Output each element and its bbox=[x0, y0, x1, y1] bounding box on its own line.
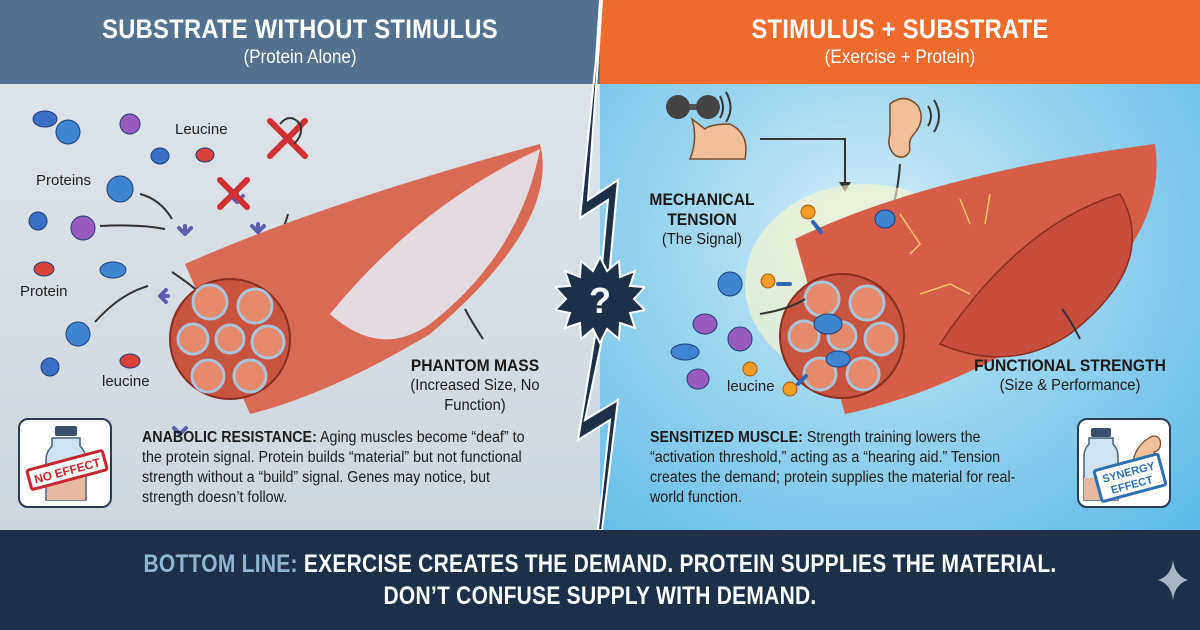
bottom-line-label: BOTTOM LINE: bbox=[143, 550, 298, 578]
lightning-divider bbox=[576, 0, 620, 530]
mechanical-tension-label: MECHANICAL TENSION (The Signal) bbox=[647, 190, 757, 250]
left-description: ANABOLIC RESISTANCE: Aging muscles becom… bbox=[142, 428, 538, 508]
label-leucine-right: leucine bbox=[727, 378, 775, 395]
left-title: SUBSTRATE WITHOUT STIMULUS bbox=[102, 14, 498, 44]
footer-line-1: BOTTOM LINE: EXERCISE CREATES THE DEMAND… bbox=[96, 530, 1104, 580]
right-subtitle: (Exercise + Protein) bbox=[824, 47, 976, 68]
functional-strength-callout: FUNCTIONAL STRENGTH (Size & Performance) bbox=[964, 356, 1176, 396]
phantom-mass-subtitle: (Increased Size, No Function) bbox=[410, 377, 540, 414]
phantom-mass-title: PHANTOM MASS bbox=[410, 356, 540, 375]
question-burst-icon: ? bbox=[555, 255, 645, 345]
sensitized-muscle-body: Strength training lowers the “activation… bbox=[650, 429, 1016, 506]
protein-bottle-icon: NO EFFECT bbox=[25, 426, 109, 501]
bottom-line-footer: BOTTOM LINE: EXERCISE CREATES THE DEMAND… bbox=[0, 530, 1200, 630]
left-header: SUBSTRATE WITHOUT STIMULUS (Protein Alon… bbox=[0, 0, 600, 84]
question-mark: ? bbox=[589, 280, 611, 321]
footer-line-2: DON’T CONFUSE SUPPLY WITH DEMAND. bbox=[383, 582, 817, 610]
no-effect-badge: NO EFFECT bbox=[18, 418, 112, 508]
anabolic-resistance-heading: ANABOLIC RESISTANCE: bbox=[142, 429, 317, 446]
bottom-line-text-1: EXERCISE CREATES THE DEMAND. PROTEIN SUP… bbox=[303, 550, 1057, 578]
mechanical-tension-line2: TENSION bbox=[667, 210, 737, 229]
phantom-mass-callout: PHANTOM MASS (Increased Size, No Functio… bbox=[383, 356, 567, 416]
active-muscle-illustration bbox=[666, 91, 1157, 414]
right-header: STIMULUS + SUBSTRATE (Exercise + Protein… bbox=[600, 0, 1200, 84]
right-description: SENSITIZED MUSCLE: Strength training low… bbox=[650, 428, 1036, 508]
label-protein: Protein bbox=[20, 283, 68, 300]
left-panel: SUBSTRATE WITHOUT STIMULUS (Protein Alon… bbox=[0, 0, 600, 530]
anabolic-resistance-body: Aging muscles become “deaf” to the prote… bbox=[142, 429, 525, 506]
sparkle-icon bbox=[1158, 560, 1188, 600]
sensitized-muscle-heading: SENSITIZED MUSCLE: bbox=[650, 429, 803, 446]
protein-molecules-illustration bbox=[28, 110, 543, 436]
label-leucine-top: Leucine bbox=[175, 121, 228, 138]
label-proteins: Proteins bbox=[36, 172, 92, 189]
right-panel: STIMULUS + SUBSTRATE (Exercise + Protein… bbox=[600, 0, 1200, 530]
ear-icon bbox=[888, 97, 940, 158]
dumbbell-arm-icon bbox=[666, 91, 747, 160]
right-title: STIMULUS + SUBSTRATE bbox=[751, 14, 1049, 44]
label-leucine-bottom: leucine bbox=[102, 373, 150, 390]
synergy-effect-badge: SYNERGY EFFECT bbox=[1077, 418, 1171, 508]
protein-bottle-flexed-arm-icon: SYNERGY EFFECT bbox=[1083, 428, 1168, 503]
functional-strength-title: FUNCTIONAL STRENGTH bbox=[974, 356, 1166, 375]
mechanical-tension-subtitle: (The Signal) bbox=[661, 231, 743, 248]
mechanical-tension-line1: MECHANICAL bbox=[649, 190, 755, 209]
left-subtitle: (Protein Alone) bbox=[243, 47, 357, 68]
functional-strength-subtitle: (Size & Performance) bbox=[999, 377, 1141, 394]
